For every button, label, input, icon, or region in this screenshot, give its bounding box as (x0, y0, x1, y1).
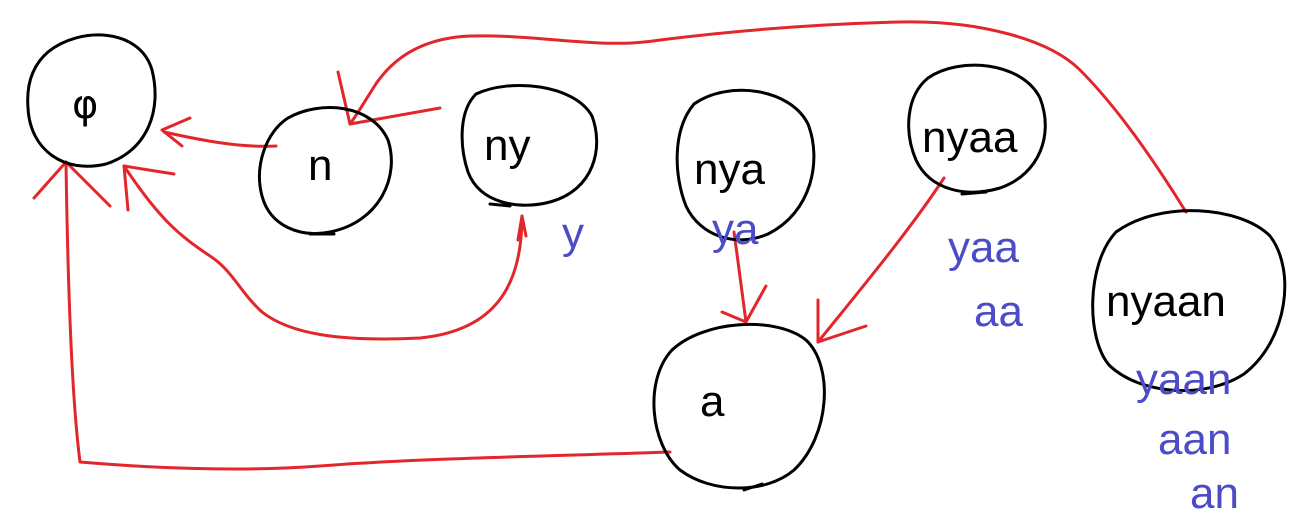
link-line (816, 176, 946, 344)
node-tick (960, 190, 988, 196)
node-label-nya: nya (694, 145, 765, 194)
link-line (348, 20, 1188, 214)
suffix-nyaan-1: aan (1158, 415, 1231, 464)
link-ny-to-phi (122, 164, 528, 341)
link-nyaa-to-a (816, 176, 946, 344)
arrowhead (160, 116, 192, 148)
suffix-labels: y ya yaa aa yaan aan an (562, 205, 1239, 518)
suffix-nyaa-0: yaa (948, 223, 1019, 272)
nodes: φ n ny nya nyaa nyaan a (26, 33, 1287, 492)
suffix-nyaan-2: an (1190, 469, 1239, 518)
suffix-nyaan-0: yaan (1136, 355, 1231, 404)
node-label-a: a (700, 377, 725, 426)
node-circle (675, 88, 816, 242)
node-label-nyaa: nyaa (922, 113, 1018, 162)
arrowhead (816, 298, 868, 344)
suffix-ny-0: y (562, 209, 584, 258)
node-circle (258, 106, 393, 235)
arrowhead (720, 284, 768, 324)
node-a: a (652, 322, 826, 492)
node-label-phi: φ (72, 82, 98, 128)
node-circle (26, 33, 157, 168)
node-label-ny: ny (484, 121, 530, 170)
node-n: n (258, 106, 393, 236)
link-n-to-phi (160, 116, 278, 148)
links (32, 20, 1188, 471)
node-circle (1091, 209, 1287, 393)
arrowhead-end (516, 214, 528, 242)
node-nyaan: nyaan (1091, 209, 1287, 393)
node-nyaa: nyaa (907, 63, 1047, 196)
arrowhead (122, 164, 176, 212)
node-nya: nya (675, 88, 816, 242)
suffix-nya-0: ya (712, 205, 759, 254)
link-nyaan-to-n (336, 20, 1188, 214)
node-circle (460, 83, 599, 207)
arrowhead (336, 70, 442, 126)
node-label-n: n (308, 141, 332, 190)
suffix-nyaa-1: aa (974, 287, 1023, 336)
node-ny: ny (460, 83, 599, 208)
node-circle (907, 63, 1047, 194)
node-circle (652, 322, 826, 490)
node-tick (488, 202, 512, 208)
node-label-nyaan: nyaan (1106, 277, 1226, 326)
node-phi: φ (26, 33, 157, 168)
link-line (64, 160, 672, 471)
node-tick (742, 482, 764, 492)
link-line (122, 164, 524, 341)
arrowhead (32, 160, 112, 208)
